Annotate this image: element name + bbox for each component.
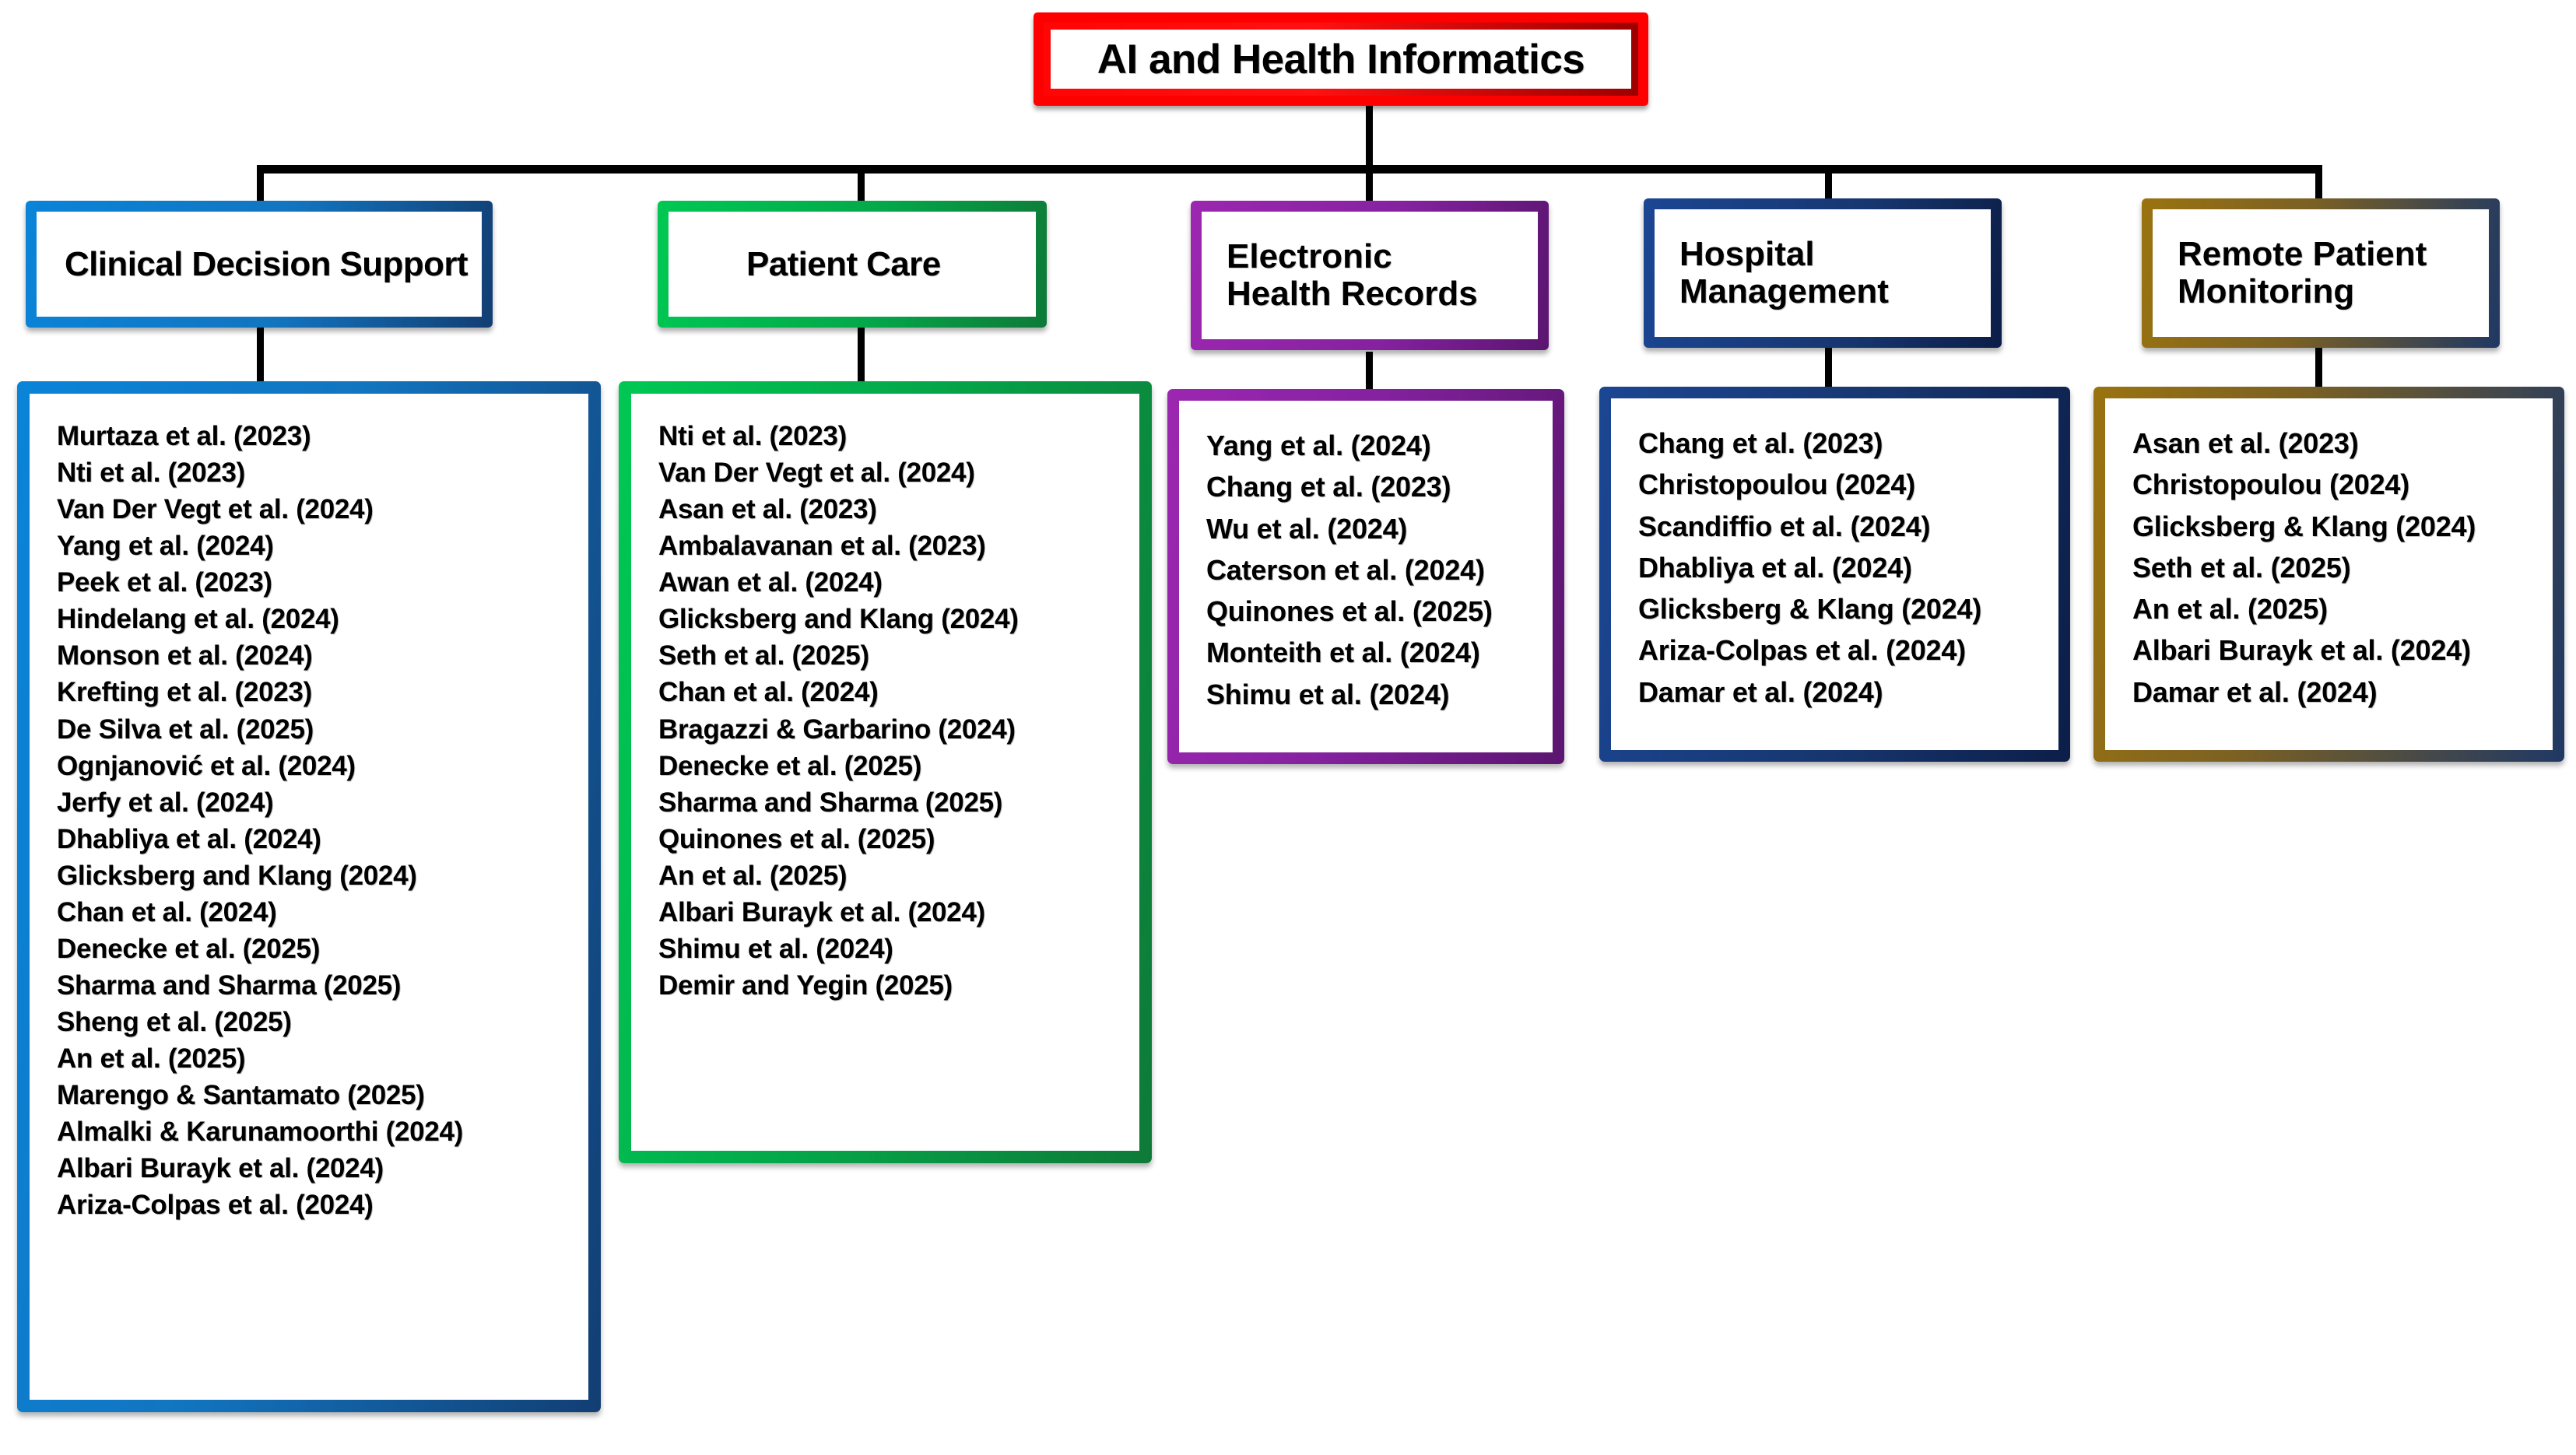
connector-drop-clinical-decision-support xyxy=(257,165,264,202)
citation-list: Nti et al. (2023) Van Der Vegt et al. (20… xyxy=(638,401,1132,1144)
citation-item: Chan et al. (2024) xyxy=(658,677,879,708)
citation-item: Hindelang et al. (2024) xyxy=(57,604,339,635)
connector-drop-remote-patient-monitoring xyxy=(2315,165,2322,202)
citation-item: An et al. (2025) xyxy=(2132,593,2328,626)
citation-item: Glicksberg and Klang (2024) xyxy=(658,604,1019,635)
root-node[interactable]: AI and Health Informatics xyxy=(1034,12,1648,106)
citation-item: Asan et al. (2023) xyxy=(658,494,877,525)
citation-item: Nti et al. (2023) xyxy=(658,421,847,451)
citation-item: Quinones et al. (2025) xyxy=(658,823,935,854)
citation-item: Murtaza et al. (2023) xyxy=(57,421,311,451)
citation-item: Ariza-Colpas et al. (2024) xyxy=(57,1190,374,1221)
citation-item: Ariza-Colpas et al. (2024) xyxy=(1638,634,1966,667)
category-header-electronic-health-records[interactable]: Electronic Health Records xyxy=(1191,201,1549,350)
citation-item: Jerfy et al. (2024) xyxy=(57,787,274,818)
citation-item: Nti et al. (2023) xyxy=(57,458,245,489)
category-label-line-1: Electronic xyxy=(1227,237,1392,276)
citation-item: An et al. (2025) xyxy=(57,1043,246,1075)
citation-item: Denecke et al. (2025) xyxy=(658,750,922,781)
citation-item: Monson et al. (2024) xyxy=(57,640,313,671)
citation-list: Yang et al. (2024) Chang et al. (2023) Wu … xyxy=(1186,408,1546,745)
citation-item: Van Der Vegt et al. (2024) xyxy=(658,458,975,489)
citation-item: Scandiffio et al. (2024) xyxy=(1638,510,1931,542)
citation-item: Quinones et al. (2025) xyxy=(1206,595,1493,628)
connector-drop-hospital-management xyxy=(1825,165,1832,202)
citation-item: Dhabliya et al. (2024) xyxy=(1638,551,1912,584)
citation-box-remote-patient-monitoring[interactable]: Asan et al. (2023) Christopoulou (2024) Gl… xyxy=(2093,387,2564,762)
citation-item: Sharma and Sharma (2025) xyxy=(658,787,1003,818)
citation-item: Chan et al. (2024) xyxy=(57,896,277,927)
category-header-patient-care[interactable]: Patient Care xyxy=(658,201,1047,328)
citation-item: Ambalavanan et al. (2023) xyxy=(658,531,986,562)
citation-list: Asan et al. (2023) Christopoulou (2024) Gl… xyxy=(2112,405,2546,743)
citation-item: Albari Burayk et al. (2024) xyxy=(2132,634,2471,667)
citation-item: Demir and Yegin (2025) xyxy=(658,969,953,1001)
citation-item: Chang et al. (2023) xyxy=(1206,471,1451,503)
root-node-label: AI and Health Informatics xyxy=(1097,36,1585,82)
citation-item: Albari Burayk et al. (2024) xyxy=(658,896,985,927)
category-label-line-2: Health Records xyxy=(1227,275,1478,313)
citation-box-patient-care[interactable]: Nti et al. (2023) Van Der Vegt et al. (20… xyxy=(619,381,1152,1163)
citation-item: Awan et al. (2024) xyxy=(658,567,883,598)
citation-item: Glicksberg and Klang (2024) xyxy=(57,860,417,891)
citation-item: Ognjanović et al. (2024) xyxy=(57,750,356,781)
citation-item: Dhabliya et al. (2024) xyxy=(57,823,321,854)
citation-box-hospital-management[interactable]: Chang et al. (2023) Christopoulou (2024) S… xyxy=(1599,387,2070,762)
connector-horizontal-bus xyxy=(257,165,2319,174)
citation-box-clinical-decision-support[interactable]: Murtaza et al. (2023) Nti et al. (2023) Va… xyxy=(17,381,601,1412)
citation-item: De Silva et al. (2025) xyxy=(57,713,314,745)
citation-item: Yang et al. (2024) xyxy=(57,531,274,562)
citation-item: Yang et al. (2024) xyxy=(1206,429,1431,461)
connector-root-stem xyxy=(1366,106,1373,181)
citation-item: Asan et al. (2023) xyxy=(2132,427,2359,459)
connector-stem-electronic-health-records xyxy=(1366,352,1373,394)
citation-item: Seth et al. (2025) xyxy=(2132,551,2351,584)
connector-drop-patient-care xyxy=(858,165,865,202)
citation-item: Van Der Vegt et al. (2024) xyxy=(57,494,374,525)
citation-item: Shimu et al. (2024) xyxy=(658,933,893,964)
citation-item: Shimu et al. (2024) xyxy=(1206,678,1450,710)
category-label-line-2: Monitoring xyxy=(2178,272,2355,310)
citation-item: Almalki & Karunamoorthi (2024) xyxy=(57,1117,463,1148)
category-label-line-1: Remote Patient xyxy=(2178,235,2427,274)
citation-item: Bragazzi & Garbarino (2024) xyxy=(658,713,1016,745)
citation-item: Chang et al. (2023) xyxy=(1638,427,1883,459)
category-label: Clinical Decision Support xyxy=(65,244,469,283)
citation-item: Peek et al. (2023) xyxy=(57,567,272,598)
category-header-clinical-decision-support[interactable]: Clinical Decision Support xyxy=(26,201,493,328)
category-label-line-2: Management xyxy=(1679,272,1889,310)
citation-item: Glicksberg & Klang (2024) xyxy=(2132,510,2476,542)
citation-item: Monteith et al. (2024) xyxy=(1206,636,1480,669)
citation-box-electronic-health-records[interactable]: Yang et al. (2024) Chang et al. (2023) Wu … xyxy=(1167,389,1564,764)
connector-drop-electronic-health-records xyxy=(1366,165,1373,202)
citation-list: Murtaza et al. (2023) Nti et al. (2023) Va… xyxy=(37,401,581,1393)
citation-item: Marengo & Santamato (2025) xyxy=(57,1080,425,1111)
citation-item: Glicksberg & Klang (2024) xyxy=(1638,593,1982,626)
citation-item: Damar et al. (2024) xyxy=(2132,675,2378,708)
citation-item: Christopoulou (2024) xyxy=(1638,468,1916,501)
category-header-remote-patient-monitoring[interactable]: Remote Patient Monitoring xyxy=(2142,198,2500,348)
category-label: Patient Care xyxy=(746,244,941,283)
connector-stem-patient-care xyxy=(858,325,865,383)
citation-item: Caterson et al. (2024) xyxy=(1206,553,1485,586)
citation-item: Seth et al. (2025) xyxy=(658,640,869,671)
connector-stem-clinical-decision-support xyxy=(257,325,264,383)
category-label-line-1: Hospital xyxy=(1679,235,1815,274)
citation-item: Denecke et al. (2025) xyxy=(57,933,321,964)
connector-stem-hospital-management xyxy=(1825,348,1832,391)
citation-item: Damar et al. (2024) xyxy=(1638,675,1883,708)
citation-item: Wu et al. (2024) xyxy=(1206,512,1408,545)
citation-item: Christopoulou (2024) xyxy=(2132,468,2410,501)
citation-list: Chang et al. (2023) Christopoulou (2024) S… xyxy=(1618,405,2051,743)
connector-stem-remote-patient-monitoring xyxy=(2315,348,2322,391)
citation-item: Sheng et al. (2025) xyxy=(57,1007,292,1037)
citation-item: Albari Burayk et al. (2024) xyxy=(57,1153,384,1184)
citation-item: Sharma and Sharma (2025) xyxy=(57,969,402,1001)
citation-item: Krefting et al. (2023) xyxy=(57,677,312,708)
citation-item: An et al. (2025) xyxy=(658,860,848,891)
category-header-hospital-management[interactable]: Hospital Management xyxy=(1644,198,2002,348)
